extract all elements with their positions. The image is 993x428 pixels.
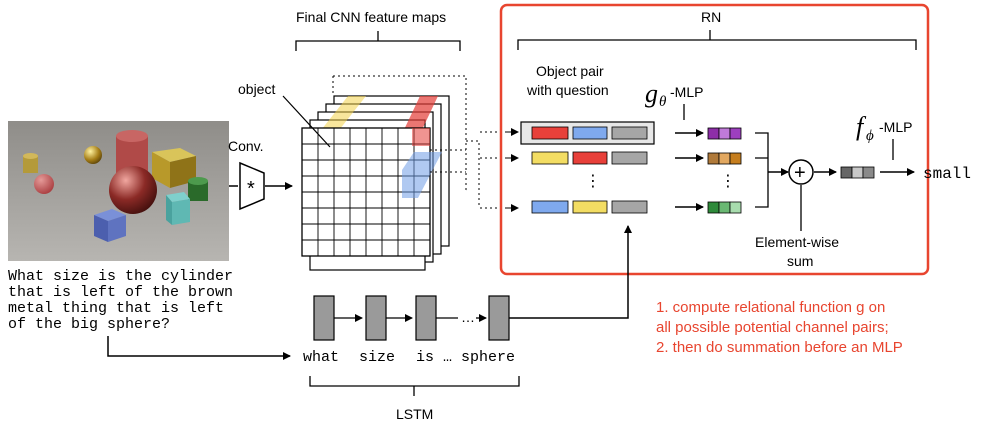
lstm-ellipsis: … xyxy=(461,309,475,325)
svg-text:What size is the cylinder: What size is the cylinder xyxy=(8,268,233,285)
sum-output-vector xyxy=(840,166,875,179)
svg-text:that is left of the brown: that is left of the brown xyxy=(8,284,233,301)
g-output-2 xyxy=(707,152,742,165)
svg-text:what: what xyxy=(303,349,339,366)
svg-text:of the big sphere?: of the big sphere? xyxy=(8,316,170,333)
svg-text:size: size xyxy=(359,349,395,366)
object-pointer-line xyxy=(282,95,331,148)
pair-row-2 xyxy=(531,151,648,165)
svg-text:-MLP: -MLP xyxy=(670,84,703,100)
rn-bracket xyxy=(517,30,917,50)
svg-text:g: g xyxy=(645,79,658,108)
pair-vdots: ⋮ xyxy=(585,173,601,190)
object-pair-label-line2: with question xyxy=(526,82,609,98)
lstm-bracket xyxy=(309,376,520,396)
clevr-scene-image xyxy=(8,121,229,261)
g-theta-mlp-label: g θ -MLP xyxy=(645,79,703,110)
g-output-vdots: ⋮ xyxy=(720,173,736,190)
elementwise-label-line2: sum xyxy=(787,253,813,269)
lstm-words: what size is … sphere xyxy=(303,349,515,366)
svg-text:θ: θ xyxy=(659,94,667,110)
object-highlight-red xyxy=(402,96,438,134)
merge-bracket xyxy=(755,132,769,208)
front-feature-grid xyxy=(301,127,442,257)
conv-label: Conv. xyxy=(228,138,264,154)
lstm-cells xyxy=(313,295,510,341)
svg-text:+: + xyxy=(794,162,806,184)
lstm-label: LSTM xyxy=(396,406,433,422)
pair-row-3 xyxy=(531,200,648,214)
cnn-feature-maps-title: Final CNN feature maps xyxy=(296,9,446,25)
rn-label: RN xyxy=(701,9,721,25)
rn-module-frame xyxy=(499,3,930,276)
f-phi-mlp-label: f ϕ -MLP xyxy=(856,112,912,144)
object-highlight-yellow xyxy=(318,96,366,134)
g-output-3 xyxy=(707,201,742,214)
elementwise-label-line1: Element-wise xyxy=(755,234,839,250)
arrow-question-to-lstm xyxy=(107,336,291,360)
cnn-bracket xyxy=(295,31,461,51)
svg-text:f: f xyxy=(856,112,867,141)
conv-symbol: * xyxy=(247,178,255,200)
feature-to-pair-connectors xyxy=(430,131,513,209)
svg-text:2. then do summation before an: 2. then do summation before an MLP xyxy=(656,339,903,356)
question-text: What size is the cylinder that is left o… xyxy=(8,268,233,333)
svg-text:1. compute relational function: 1. compute relational function g on xyxy=(656,299,885,316)
g-output-1 xyxy=(707,127,742,140)
svg-text:ϕ: ϕ xyxy=(866,128,874,144)
annotation-note: 1. compute relational function g on all … xyxy=(656,299,903,356)
convolution-trapezoid-icon xyxy=(239,161,265,211)
circled-plus-icon: + xyxy=(788,159,814,185)
pair-row-1 xyxy=(520,121,655,145)
svg-text:is … sphere: is … sphere xyxy=(416,349,515,366)
arrow-lstm-to-pairs xyxy=(509,225,632,319)
svg-text:-MLP: -MLP xyxy=(879,119,912,135)
object-label: object xyxy=(238,81,275,97)
answer-text: small xyxy=(923,165,971,183)
svg-text:all possible potential channel: all possible potential channel pairs; xyxy=(656,319,889,336)
object-pair-label-line1: Object pair xyxy=(536,63,604,79)
svg-text:metal thing that is left: metal thing that is left xyxy=(8,300,224,317)
